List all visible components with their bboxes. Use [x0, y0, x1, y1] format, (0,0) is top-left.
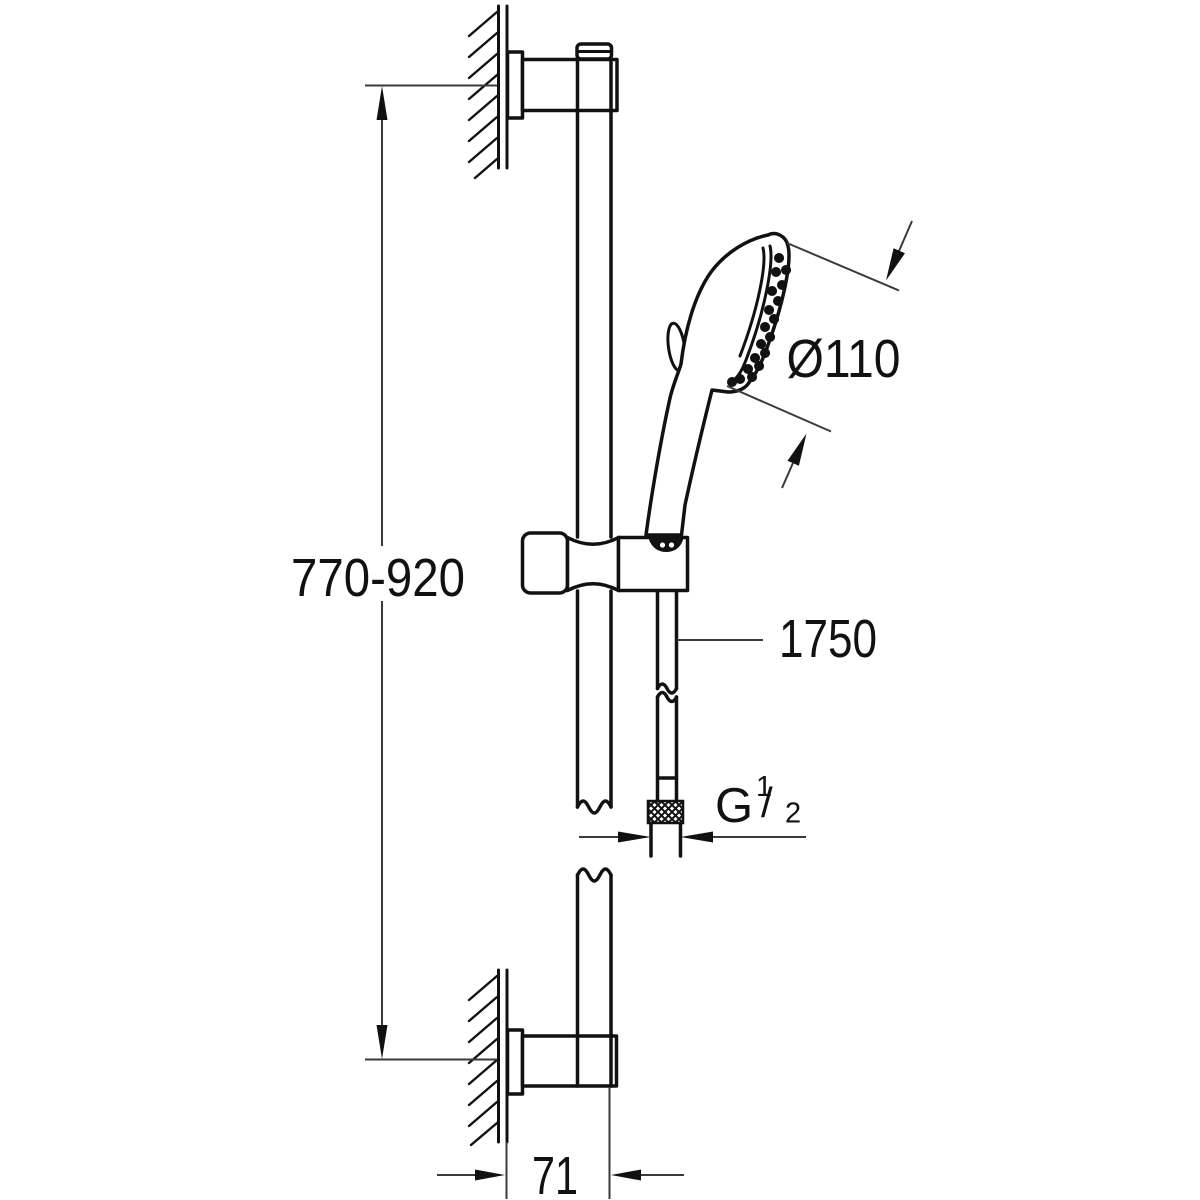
- arrowhead-up-icon: [376, 86, 388, 120]
- arrowhead-left-icon: [611, 1169, 641, 1181]
- hose-break-upper: [655, 682, 679, 695]
- extension-lines: [365, 84, 497, 1061]
- wall-offset-label: 71: [532, 1146, 578, 1200]
- wall-mount-top: [467, 4, 619, 180]
- thread-numerator-label: 1: [756, 771, 772, 803]
- bracket-body-top: [520, 57, 619, 113]
- arrowhead-right-icon: [618, 831, 651, 843]
- socket-dot: [668, 542, 675, 548]
- spray-plate-inner-edge: [738, 246, 766, 358]
- holder-knob: [520, 531, 570, 595]
- hose-break-lower: [655, 690, 679, 704]
- dimension-wall-offset: 71: [437, 1087, 684, 1200]
- rail-through-bracket: [575, 1034, 613, 1088]
- dimension-hose-length: 1750: [677, 609, 877, 669]
- arrowhead-upper-icon: [886, 248, 905, 281]
- extension-line-lower: [726, 385, 832, 433]
- hand-shower: [644, 231, 792, 537]
- spray-plate-edge: [734, 244, 773, 380]
- hose-lines: [649, 589, 683, 858]
- bracket-flange-bottom: [505, 1028, 525, 1096]
- thread-slash-label: /: [761, 779, 773, 826]
- socket-dot: [659, 542, 666, 548]
- arrowhead-lower-icon: [787, 433, 807, 466]
- dimension-thread-size: G 1 / 2: [579, 771, 806, 843]
- arrowhead-down-icon: [376, 1025, 388, 1059]
- thread-letter-label: G: [715, 779, 753, 833]
- wall-mount-bottom: [467, 968, 619, 1147]
- head-diameter-label: Ø110: [787, 329, 901, 389]
- hose-length-label: 1750: [779, 609, 877, 669]
- wall-hatching-top-icon: [467, 10, 499, 180]
- arrow-tail-upper: [898, 220, 913, 252]
- extension-line-upper: [786, 242, 900, 292]
- shower-rail: [575, 42, 614, 1088]
- extension-lines: [505, 1087, 611, 1199]
- wall-hatching-bottom-icon: [467, 974, 499, 1147]
- thread-denominator-label: 2: [785, 798, 801, 830]
- dimension-head-diameter: Ø110: [726, 220, 913, 489]
- wall-line-bottom: [497, 968, 509, 1144]
- rail-height-label: 770-920: [291, 548, 465, 608]
- rail-tube-lines: [575, 56, 613, 1088]
- arrow-tail-lower: [781, 462, 794, 489]
- slider-holder: [520, 531, 690, 595]
- rail-break-lower: [575, 867, 613, 883]
- arrowhead-left-icon: [680, 831, 713, 843]
- spray-nozzles-icon: [727, 253, 792, 387]
- shower-hose: [646, 589, 685, 858]
- dimension-rail-height: 770-920: [291, 84, 497, 1061]
- arrowhead-right-icon: [475, 1169, 505, 1181]
- bracket-body-bottom: [520, 1034, 619, 1088]
- wall-line-top: [497, 4, 509, 170]
- holder-waist: [565, 535, 621, 593]
- handset-socket-cone: [648, 536, 684, 552]
- rail-break-upper: [575, 799, 613, 815]
- bracket-flange-top: [505, 50, 525, 120]
- hose-nut-knurled: [646, 799, 685, 825]
